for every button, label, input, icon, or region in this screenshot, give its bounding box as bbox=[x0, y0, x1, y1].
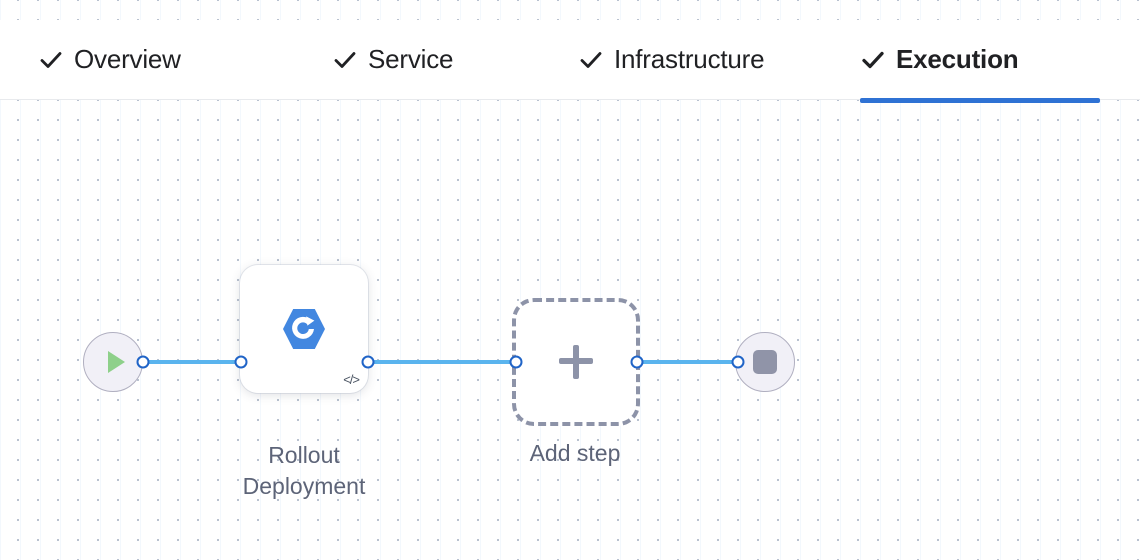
plus-icon bbox=[559, 345, 593, 379]
tab-service-label: Service bbox=[368, 44, 454, 74]
handle-rollout-input[interactable] bbox=[234, 355, 248, 369]
handle-rollout-output[interactable] bbox=[361, 355, 375, 369]
check-icon bbox=[332, 47, 358, 73]
tab-execution[interactable]: Execution bbox=[860, 20, 1100, 103]
add-step-node[interactable] bbox=[512, 298, 640, 426]
tab-active-underline bbox=[860, 97, 1100, 103]
stage-tab-bar: Overview Service Infrastructure bbox=[0, 20, 1140, 103]
check-icon bbox=[38, 47, 64, 73]
start-node[interactable] bbox=[83, 332, 143, 392]
play-icon bbox=[107, 351, 125, 373]
stop-icon bbox=[753, 350, 777, 374]
check-icon bbox=[578, 47, 604, 73]
handle-addstep-output[interactable] bbox=[630, 355, 644, 369]
step-node-rollout-deployment[interactable]: </> bbox=[240, 265, 368, 393]
tab-execution-label: Execution bbox=[896, 44, 1019, 74]
tab-service[interactable]: Service bbox=[332, 20, 453, 100]
tab-infrastructure-label: Infrastructure bbox=[614, 44, 765, 74]
add-step-node-label: Add step bbox=[529, 440, 621, 466]
check-icon bbox=[860, 47, 886, 73]
step-node-rollout-deployment-label: Rollout Deployment bbox=[242, 442, 366, 500]
handle-start-output[interactable] bbox=[136, 355, 150, 369]
rollout-deployment-icon bbox=[281, 306, 327, 352]
execution-flow-graph: </> Rollout Deployment Add step bbox=[0, 100, 1140, 560]
handle-end-input[interactable] bbox=[731, 355, 745, 369]
code-badge-icon: </> bbox=[343, 372, 360, 387]
tab-overview[interactable]: Overview bbox=[38, 20, 181, 100]
tab-infrastructure[interactable]: Infrastructure bbox=[578, 20, 765, 100]
tab-overview-label: Overview bbox=[74, 44, 181, 74]
handle-addstep-input[interactable] bbox=[509, 355, 523, 369]
